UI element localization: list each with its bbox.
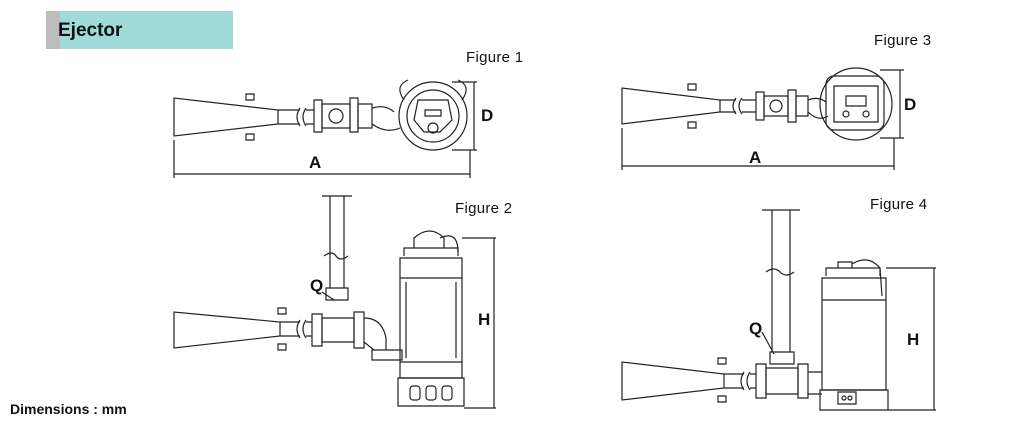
figure-3-label: Figure 3	[874, 32, 932, 49]
title-banner	[46, 11, 233, 49]
figure-2-dim-h: H	[478, 310, 491, 329]
figure-1-drawing	[174, 80, 477, 178]
figure-1-dim-a: A	[309, 153, 322, 172]
figure-1-dim-d: D	[481, 106, 494, 125]
figure-4-dim-q: Q	[749, 319, 763, 338]
page-title: Ejector	[58, 20, 123, 41]
figure-2-dim-q: Q	[310, 276, 324, 295]
figure-4-drawing	[622, 210, 936, 410]
figure-2-label: Figure 2	[455, 200, 513, 217]
figure-4-dim-h: H	[907, 330, 920, 349]
figure-3-dim-a: A	[749, 148, 762, 167]
figure-1-label: Figure 1	[466, 49, 524, 66]
dimensions-note: Dimensions : mm	[10, 401, 127, 417]
figure-4-label: Figure 4	[870, 196, 928, 213]
figure-2-drawing	[174, 196, 496, 408]
figure-3-dim-d: D	[904, 95, 917, 114]
figure-3-drawing	[622, 68, 904, 170]
